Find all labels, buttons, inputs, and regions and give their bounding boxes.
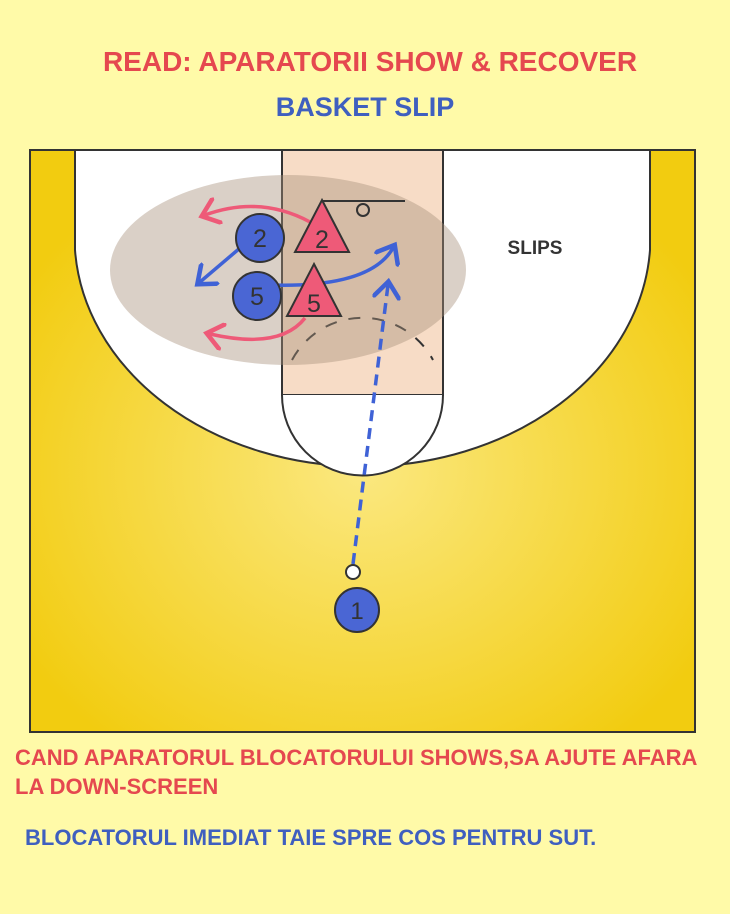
defender-2-recover-arrow	[205, 206, 311, 222]
ball-icon	[345, 564, 361, 580]
player-2-cut-arrow	[200, 246, 242, 282]
defender-2-label: 2	[315, 226, 329, 254]
offense-1-label: 1	[350, 598, 363, 625]
offense-2-label: 2	[253, 225, 267, 253]
hoop	[356, 203, 370, 217]
free-throw-circle	[281, 394, 444, 477]
offense-note: BLOCATORUL IMEDIAT TAIE SPRE COS PENTRU …	[25, 825, 597, 850]
slips-label: SLIPS	[508, 238, 563, 259]
offense-5-label: 5	[250, 283, 264, 311]
player-1-dashed-arrow	[351, 285, 388, 565]
defender-2[interactable]: 2	[293, 197, 351, 254]
defender-5-recover-arrow	[210, 316, 307, 339]
defender-5[interactable]: 5	[285, 261, 343, 318]
offense-player-5[interactable]: 5	[232, 271, 282, 321]
play-name: BASKET SLIP	[275, 92, 455, 122]
help-zone	[110, 175, 466, 365]
defender-5-label: 5	[307, 290, 321, 318]
offense-player-2[interactable]: 2	[235, 213, 285, 263]
diagram-title: READ: APARATORII SHOW & RECOVER	[102, 46, 638, 77]
player-5-slip-arrow	[269, 248, 393, 287]
offense-player-1[interactable]: 1	[334, 587, 380, 633]
defense-note: CAND APARATORUL BLOCATORULUI SHOWS,SA AJ…	[15, 745, 697, 799]
free-throw-circle-dashed	[291, 316, 434, 361]
